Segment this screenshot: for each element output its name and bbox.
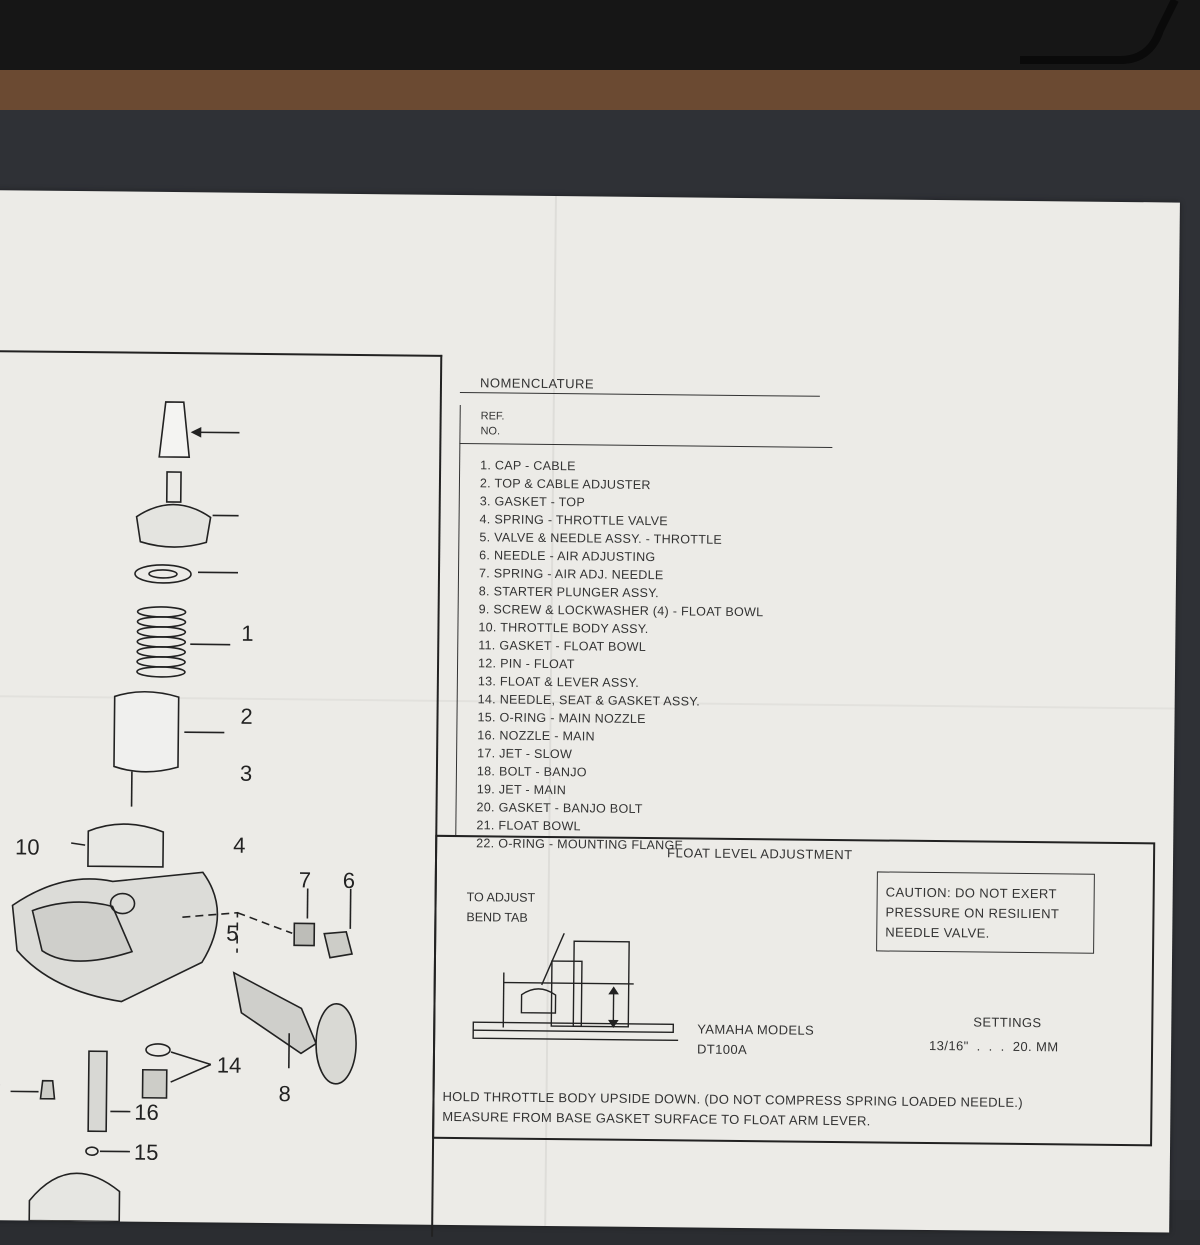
label-4: 4	[233, 833, 246, 858]
yamaha-models-label: YAMAHA MODELS	[697, 1022, 814, 1038]
label-5: 5	[226, 921, 239, 946]
instruction-line-1: HOLD THROTTLE BODY UPSIDE DOWN. (DO NOT …	[442, 1089, 1023, 1110]
float-adjustment-title: FLOAT LEVEL ADJUSTMENT	[667, 845, 853, 862]
to-adjust-line-1: TO ADJUST	[467, 887, 536, 908]
settings-label: SETTINGS	[973, 1014, 1041, 1030]
label-16: 16	[134, 1100, 159, 1125]
instruction-sheet: 1 2 3 4 5 6 7 8 10 14 15 16 17 NOMENCLAT…	[0, 190, 1180, 1233]
caution-box: CAUTION: DO NOT EXERT PRESSURE ON RESILI…	[876, 871, 1095, 953]
metal-rod-stand	[1000, 0, 1200, 80]
to-adjust-line-2: BEND TAB	[466, 907, 535, 928]
label-14: 14	[217, 1053, 242, 1078]
float-level-adjustment-box: FLOAT LEVEL ADJUSTMENT CAUTION: DO NOT E…	[432, 835, 1155, 1147]
label-15: 15	[134, 1140, 159, 1165]
model-value: DT100A	[697, 1042, 747, 1058]
label-7: 7	[299, 867, 312, 892]
carburetor-exploded-diagram: 1 2 3 4 5 6 7 8 10 14 15 16 17	[0, 350, 440, 1225]
instruction-line-2: MEASURE FROM BASE GASKET SURFACE TO FLOA…	[442, 1109, 870, 1128]
label-2: 2	[240, 704, 253, 729]
parts-list: 1. CAP - CABLE 2. TOP & CABLE ADJUSTER 3…	[455, 444, 839, 840]
float-level-illustration	[463, 932, 684, 1044]
no-label: NO.	[480, 424, 832, 443]
label-3: 3	[240, 761, 253, 786]
label-10: 10	[15, 834, 40, 859]
label-6: 6	[343, 868, 356, 893]
ref-no-header: REF. NO.	[459, 405, 832, 448]
nomenclature-section: NOMENCLATURE REF. NO. 1. CAP - CABLE 2. …	[455, 375, 840, 856]
label-17: 17	[0, 1079, 1, 1104]
setting-value: 13/16" . . . 20. MM	[929, 1038, 1059, 1054]
wooden-table-strip	[0, 70, 1200, 110]
label-1: 1	[241, 621, 254, 646]
label-8: 8	[278, 1081, 291, 1106]
nomenclature-title: NOMENCLATURE	[460, 375, 820, 397]
to-adjust-label: TO ADJUST BEND TAB	[466, 887, 535, 928]
